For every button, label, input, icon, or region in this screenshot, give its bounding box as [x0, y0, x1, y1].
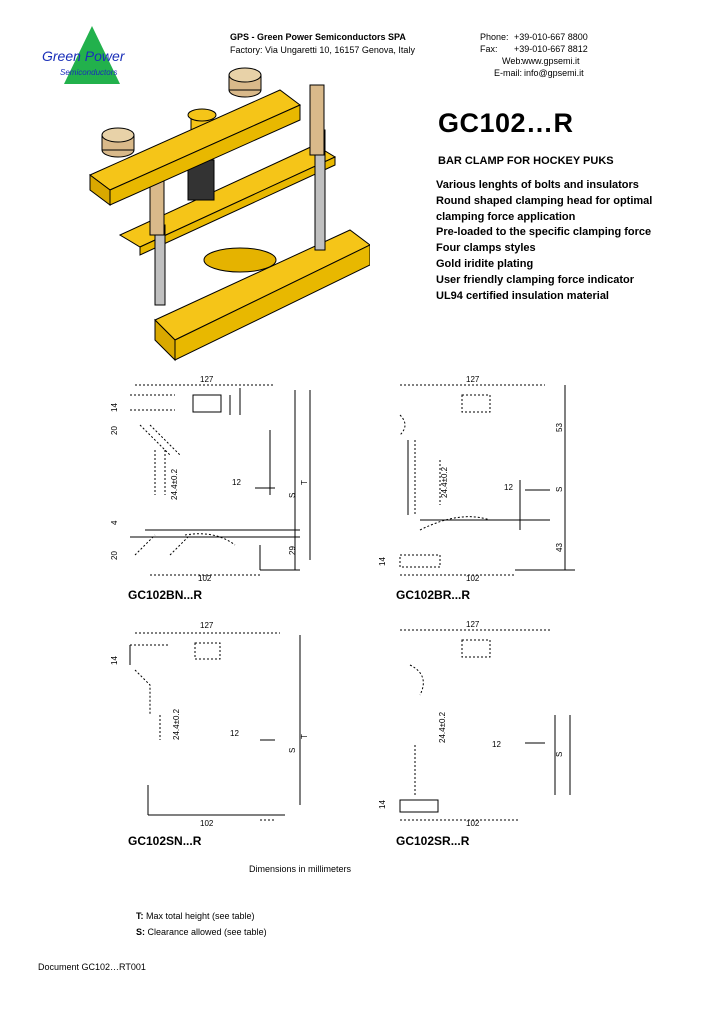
- product-title: GC102…R: [438, 108, 574, 138]
- product-illustration: [70, 65, 371, 365]
- feature-item: UL94 certified insulation material: [436, 289, 609, 302]
- drawing-sn: 127 14 24.4±0.2 12 S T 102: [100, 615, 340, 830]
- contact-block: Phone:+39-010-667 8800 Fax:+39-010-667 8…: [480, 31, 588, 79]
- units-note: Dimensions in millimeters: [249, 864, 352, 874]
- company-name: GPS - Green Power Semiconductors SPA: [230, 32, 406, 42]
- dim-102: 102: [200, 819, 214, 828]
- technical-drawing-icon: [130, 384, 311, 576]
- company-logo: Green Power Semiconductors: [38, 24, 148, 88]
- logo-triangle-icon: [64, 26, 120, 84]
- feature-item: User friendly clamping force indicator: [436, 273, 635, 286]
- dim-height: 24.4±0.2: [170, 468, 179, 500]
- dim-s: S: [288, 492, 297, 498]
- logo-sub: Semiconductors: [60, 68, 118, 77]
- dim-12: 12: [232, 478, 241, 487]
- legend-t: T: Max total height (see table): [136, 911, 255, 921]
- contact-phone: Phone:+39-010-667 8800: [480, 32, 588, 42]
- caption-sr: GC102SR...R: [396, 834, 470, 848]
- dim-14: 14: [110, 403, 119, 412]
- dim-14: 14: [378, 800, 387, 809]
- bar-clamp-3d-icon: [89, 67, 371, 362]
- dim-s: S: [288, 747, 297, 753]
- feature-item: Four clamps styles: [436, 242, 536, 255]
- contact-web[interactable]: Web:www.gpsemi.it: [502, 56, 580, 66]
- drawing-br: 127 53 24.4±0.2 12 S 43 14 102: [370, 370, 590, 585]
- feature-item: Gold iridite plating: [436, 257, 534, 270]
- technical-drawing-icon: [399, 629, 571, 821]
- dim-127: 127: [200, 375, 214, 384]
- dim-29: 29: [288, 546, 297, 555]
- feature-item: Round shaped clamping head for optimal: [436, 194, 653, 207]
- drawing-bn: 127 14 20 24.4±0.2 12 S T 4 20 29 102: [100, 370, 340, 585]
- dim-12: 12: [504, 483, 513, 492]
- caption-bn: GC102BN...R: [128, 588, 203, 602]
- product-subtitle: BAR CLAMP FOR HOCKEY PUKS: [438, 155, 614, 167]
- dim-14: 14: [110, 656, 119, 665]
- dim-t: T: [300, 480, 309, 485]
- dim-12: 12: [492, 740, 501, 749]
- legend-s: S: Clearance allowed (see table): [136, 927, 267, 937]
- dim-s: S: [555, 486, 564, 492]
- technical-drawing-icon: [129, 632, 301, 821]
- technical-drawing-icon: [399, 384, 575, 576]
- company-address: Factory: Via Ungaretti 10, 16157 Genova,…: [230, 45, 415, 55]
- dim-102: 102: [198, 574, 212, 583]
- caption-br: GC102BR...R: [396, 588, 471, 602]
- dim-12: 12: [230, 729, 239, 738]
- contact-email[interactable]: E-mail:info@gpsemi.it: [494, 68, 584, 78]
- dim-height: 24.4±0.2: [172, 708, 181, 740]
- dim-14: 14: [378, 557, 387, 566]
- dim-127: 127: [200, 621, 214, 630]
- logo-name: Green Power: [42, 48, 125, 64]
- contact-fax: Fax:+39-010-667 8812: [480, 44, 588, 54]
- document-id: Document GC102…RT001: [38, 962, 146, 972]
- feature-list: Various lenghts of bolts and insulators …: [436, 178, 652, 304]
- dim-127: 127: [466, 375, 480, 384]
- dim-height: 24.4±0.2: [438, 711, 447, 743]
- dim-4: 4: [110, 520, 119, 525]
- dim-127: 127: [466, 620, 480, 629]
- dim-20b: 20: [110, 551, 119, 560]
- company-block: GPS - Green Power Semiconductors SPA Fac…: [230, 31, 415, 57]
- dim-102: 102: [466, 819, 480, 828]
- dim-height: 24.4±0.2: [440, 466, 449, 498]
- dim-t: T: [300, 734, 309, 739]
- feature-item: Various lenghts of bolts and insulators: [436, 179, 639, 191]
- feature-item: clamping force application: [436, 210, 576, 223]
- drawing-sr: 127 24.4±0.2 12 S 14 102: [370, 615, 590, 830]
- dim-20: 20: [110, 426, 119, 435]
- dim-53: 53: [555, 423, 564, 432]
- dim-102: 102: [466, 574, 480, 583]
- dim-43: 43: [555, 543, 564, 552]
- feature-item: Pre-loaded to the specific clamping forc…: [436, 226, 652, 239]
- dim-s: S: [555, 751, 564, 757]
- caption-sn: GC102SN...R: [128, 834, 202, 848]
